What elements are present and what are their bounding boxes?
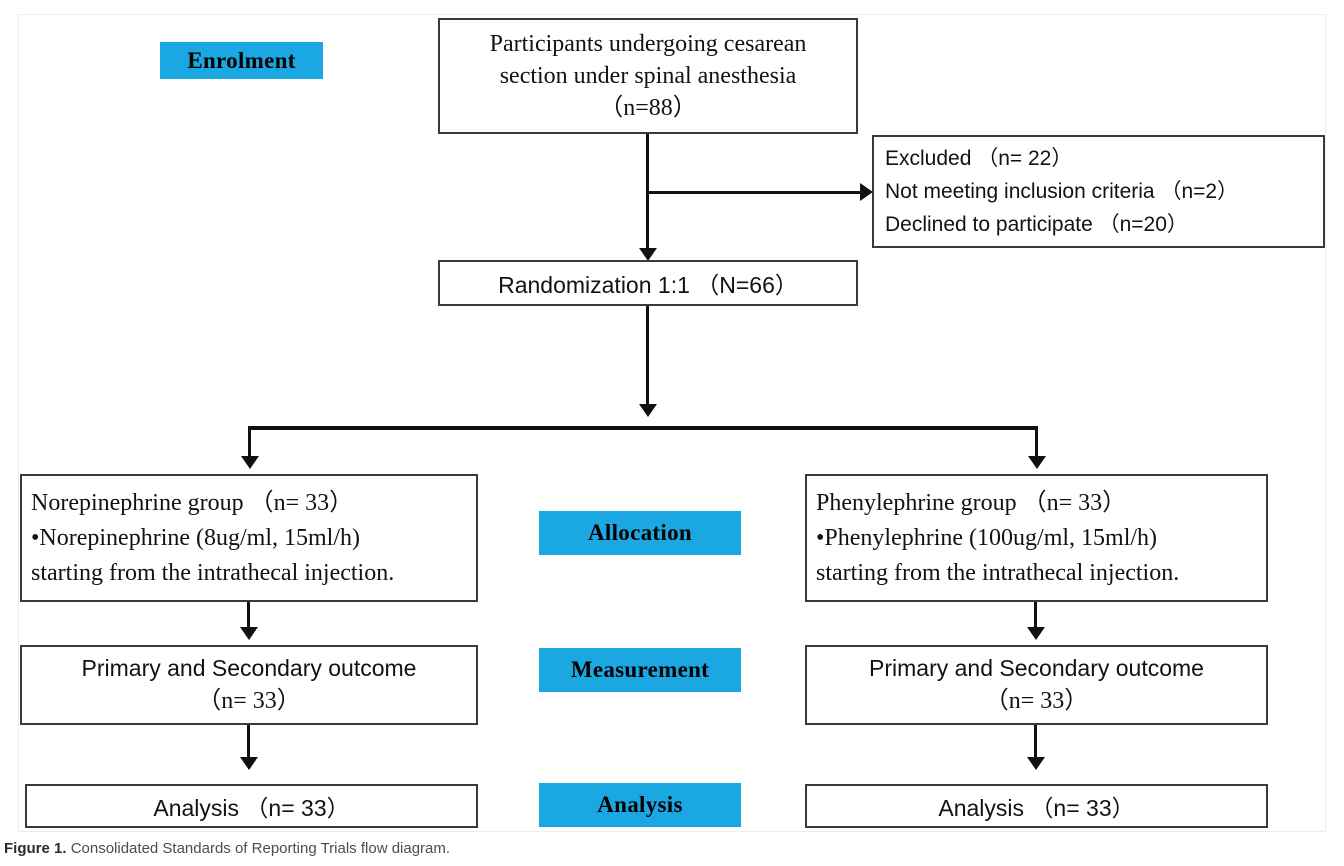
split-bar — [248, 426, 1038, 430]
arrowhead-left-outcome-to-analysis — [240, 757, 258, 770]
connector-left-allocation-to-outcome — [247, 602, 250, 632]
connector-enrollment-to-randomization — [646, 134, 649, 256]
connector-split-to-left-allocation — [248, 426, 251, 462]
arrowhead-right-outcome-to-analysis — [1027, 757, 1045, 770]
arrowhead-enrollment-to-randomization — [639, 248, 657, 261]
excluded-box-line-3: Declined to participate （n=20） — [885, 213, 1188, 236]
stage-label-measurement: Measurement — [539, 648, 741, 692]
connector-right-outcome-to-analysis — [1034, 725, 1037, 763]
left-allocation-box-line-1: Norepinephrine group （n= 33） — [31, 489, 354, 516]
connector-to-excluded-box — [646, 191, 868, 194]
excluded-box-line-2: Not meeting inclusion criteria （n=2） — [885, 180, 1239, 203]
connector-right-allocation-to-outcome — [1034, 602, 1037, 632]
connector-split-to-right-allocation — [1035, 426, 1038, 462]
left-analysis-box-text: Analysis （n= 33） — [153, 795, 350, 821]
enrollment-box-line-2: section under spinal anesthesia — [499, 63, 797, 89]
connector-randomization-to-split — [646, 306, 649, 410]
enrollment-box-line-1: Participants undergoing cesarean — [489, 31, 807, 57]
arrowhead-to-excluded-box — [860, 183, 873, 201]
stage-label-measurement-text: Measurement — [570, 657, 710, 682]
enrollment-box: Participants undergoing cesarean section… — [438, 18, 858, 134]
connector-left-outcome-to-analysis — [247, 725, 250, 763]
figure-caption-text: Consolidated Standards of Reporting Tria… — [70, 840, 451, 857]
left-outcome-box-line-2: （n= 33） — [197, 688, 301, 714]
excluded-box: Excluded （n= 22） Not meeting inclusion c… — [872, 135, 1325, 248]
randomization-box: Randomization 1:1 （N=66） — [438, 260, 858, 306]
right-analysis-box: Analysis （n= 33） — [805, 784, 1268, 828]
excluded-box-line-1: Excluded （n= 22） — [885, 147, 1073, 170]
right-allocation-box: Phenylephrine group （n= 33） •Phenylephri… — [805, 474, 1268, 602]
right-outcome-box-line-2: （n= 33） — [984, 688, 1089, 714]
left-allocation-box-line-2: •Norepinephrine (8ug/ml, 15ml/h) — [31, 524, 361, 551]
stage-label-analysis: Analysis — [539, 783, 741, 827]
enrollment-box-line-3: （n=88） — [599, 95, 697, 121]
right-outcome-box-line-1: Primary and Secondary outcome — [869, 655, 1204, 681]
figure-caption-label: Figure 1. — [4, 840, 67, 857]
right-allocation-box-line-1: Phenylephrine group （n= 33） — [816, 489, 1127, 516]
stage-label-analysis-text: Analysis — [597, 792, 683, 817]
stage-label-enrolment: Enrolment — [160, 42, 323, 79]
left-outcome-box-line-1: Primary and Secondary outcome — [81, 655, 417, 681]
randomization-box-text: Randomization 1:1 （N=66） — [498, 272, 798, 298]
arrowhead-split-to-right-allocation — [1028, 456, 1046, 469]
arrowhead-left-allocation-to-outcome — [240, 627, 258, 640]
arrowhead-split-to-left-allocation — [241, 456, 259, 469]
stage-label-allocation: Allocation — [539, 511, 741, 555]
stage-label-allocation-text: Allocation — [588, 520, 692, 545]
stage-label-enrolment-text: Enrolment — [187, 47, 296, 73]
left-allocation-box: Norepinephrine group （n= 33） •Norepineph… — [20, 474, 478, 602]
arrowhead-right-allocation-to-outcome — [1027, 627, 1045, 640]
right-allocation-box-line-2: •Phenylephrine (100ug/ml, 15ml/h) — [816, 524, 1158, 551]
arrowhead-randomization-to-split — [639, 404, 657, 417]
figure-caption: Figure 1. Consolidated Standards of Repo… — [4, 840, 1104, 857]
left-allocation-box-line-3: starting from the intrathecal injection. — [31, 559, 395, 586]
left-outcome-box: Primary and Secondary outcome （n= 33） — [20, 645, 478, 725]
right-allocation-box-line-3: starting from the intrathecal injection. — [816, 559, 1180, 586]
left-analysis-box: Analysis （n= 33） — [25, 784, 478, 828]
right-outcome-box: Primary and Secondary outcome （n= 33） — [805, 645, 1268, 725]
right-analysis-box-text: Analysis （n= 33） — [938, 795, 1135, 821]
